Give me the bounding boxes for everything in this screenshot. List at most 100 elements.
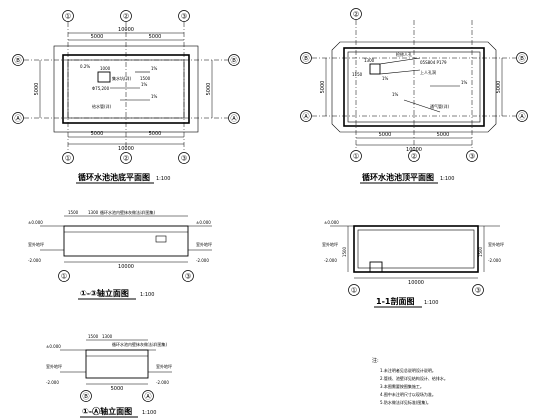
axis-label: Ⓐ [519, 113, 526, 121]
sump-pit [97, 71, 111, 83]
axis-bubble [300, 110, 312, 122]
axis-label: ② [411, 153, 417, 161]
manhole-note: 检修人孔 [396, 51, 412, 57]
dim-bottom-total: 10000 [118, 146, 134, 152]
grade-label: 室外地坪 [156, 363, 172, 369]
side-elevation: 1500 1300 循环水池内壁抹灰做法详(图集) 5000 ±0.000 -2… [46, 334, 172, 418]
axis-label: ③ [185, 273, 191, 281]
axis-bubble [472, 284, 484, 296]
section-1-1: ±0.000 -2.000 -2.000 1500 1500 10000 室外地… [322, 220, 504, 308]
axis-bubble [80, 390, 92, 402]
slope-label: 1% [151, 94, 158, 99]
dim-right: 5000 [496, 81, 502, 94]
opening-note: 上人孔洞 [420, 69, 436, 75]
dim-label: 1500 [68, 210, 79, 215]
axis-bubble [12, 112, 24, 124]
manhole [369, 63, 381, 75]
axis-bubble [58, 270, 70, 282]
plan-title: 循环水池池顶平面图 [361, 172, 434, 182]
axis-bubble [228, 54, 240, 66]
axis-bubble [466, 150, 478, 162]
elevation-body [63, 225, 189, 257]
note-item: 1.未注明者见总说明设计说明。 [380, 367, 436, 373]
tank-wall-inner [67, 59, 185, 119]
plan-scale: 1:100 [156, 176, 170, 182]
pipe-note: 给水管(详) [92, 103, 112, 109]
axis-label: ③ [469, 153, 475, 161]
dim-label: 1300 [102, 334, 113, 339]
notes-heading: 注: [372, 357, 379, 364]
grade-label: 室外地坪 [322, 241, 338, 247]
elevation-note: 循环水池内壁抹灰做法详(图集) [112, 341, 168, 347]
slope-label: 1% [392, 92, 399, 97]
section-pit [369, 261, 383, 273]
axis-bubble [62, 152, 74, 164]
dim-left: 5000 [320, 81, 326, 94]
note-item: 4.图中未注明尺寸以现场为准。 [380, 391, 436, 397]
dim-bottom-left: 5000 [379, 132, 392, 138]
dim-top-total: 10000 [118, 27, 134, 33]
axis-label: ① [61, 273, 67, 281]
pit-dim: 1000 [100, 66, 111, 71]
level-label: ±0.000 [196, 220, 211, 225]
elevation-scale: 1:100 [142, 410, 156, 416]
level-label: -2.000 [196, 258, 209, 263]
axis-bubble [142, 390, 154, 402]
section-outer [353, 225, 479, 273]
axis-label: ① [65, 155, 71, 163]
bottom-plan: 10000 5000 5000 5000 5000 10000 5000 500… [12, 10, 240, 184]
general-notes: 注: 1.未注明者见总说明设计说明。 2.管线、池壁详见结构设计、给排水。 3.… [372, 357, 448, 405]
axis-label: Ⓑ [231, 57, 238, 65]
level-label: -2.000 [46, 380, 59, 385]
axis-label: ② [123, 155, 129, 163]
dim-top-right: 5000 [149, 34, 162, 40]
axis-label: ① [351, 287, 357, 295]
axis-bubble [12, 54, 24, 66]
slope-label: 1% [382, 76, 389, 81]
axis-bubble [350, 8, 362, 20]
section-title: 1-1剖面图 [376, 296, 414, 306]
plan-scale: 1:100 [440, 176, 454, 182]
axis-label: Ⓑ [15, 57, 22, 65]
axis-bubble [178, 10, 190, 22]
axis-label: Ⓐ [145, 393, 152, 401]
dim-bottom-right: 5000 [149, 131, 162, 137]
manhole-dim: 1150 [352, 72, 363, 77]
axis-bubble [182, 270, 194, 282]
dim-label: 1500 [342, 246, 347, 257]
leader-line [379, 57, 421, 65]
level-label: ±0.000 [46, 344, 61, 349]
grade-label: 室外地坪 [46, 363, 62, 369]
dim-right: 5000 [206, 83, 212, 96]
axis-bubble [120, 10, 132, 22]
elevation-title: ①-③轴立面图 [80, 288, 129, 298]
dim-top-left: 5000 [91, 34, 104, 40]
leader-line [379, 69, 421, 75]
axis-label: Ⓐ [303, 113, 310, 121]
roof-slab [331, 41, 497, 133]
axis-label: ② [353, 11, 359, 19]
dim-label: 1300 [88, 210, 99, 215]
slope-label: 1% [151, 66, 158, 71]
note-item: 3.本图需要按图集施工。 [380, 383, 424, 389]
axis-label: ① [353, 153, 359, 161]
dim-bottom-total: 10000 [406, 147, 422, 153]
axis-label: ① [65, 13, 71, 21]
note-item: 5.防水做法详见标准(图集)。 [380, 399, 431, 405]
top-plan: 5000 5000 10000 5000 5000 检修人孔 05S804 P1… [300, 8, 528, 184]
dim-label: 1500 [478, 246, 483, 257]
axis-bubble [120, 152, 132, 164]
roof-inner [347, 51, 481, 123]
axis-bubble [348, 284, 360, 296]
front-elevation: 1500 1300 循环水池内壁抹灰做法详(图集) 10000 ±0.000 -… [28, 209, 212, 300]
pipe-note: Φ75,200 [92, 86, 110, 91]
axis-label: ② [123, 13, 129, 21]
tank-wall-outer [62, 54, 190, 124]
grade-label: 室外地坪 [488, 241, 504, 247]
axis-label: Ⓑ [303, 55, 310, 63]
pipe-stub [155, 235, 167, 243]
roof-wall [343, 47, 485, 127]
slope-label: 1% [141, 82, 148, 87]
vent-note: 通气管(详) [430, 103, 450, 109]
